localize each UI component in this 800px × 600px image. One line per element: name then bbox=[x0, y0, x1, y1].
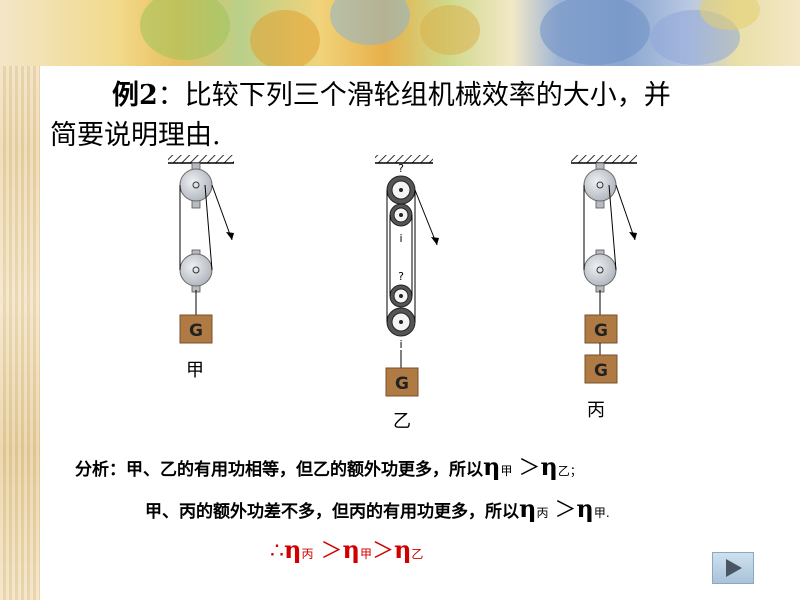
analysis-line-2: 甲、丙的额外功差不多，但丙的有用功更多，所以η丙 ＞η甲. bbox=[145, 494, 610, 523]
fixed-pulley bbox=[179, 168, 213, 202]
next-slide-button[interactable] bbox=[712, 552, 754, 584]
movable-pulley bbox=[179, 253, 213, 287]
example-number: 例2 bbox=[112, 80, 158, 111]
caption-yi: 乙 bbox=[393, 411, 411, 432]
ceiling bbox=[375, 155, 433, 163]
eta-symbol: η bbox=[519, 494, 537, 523]
svg-text:G: G bbox=[395, 374, 409, 394]
movable-pulley bbox=[583, 253, 617, 287]
caption-jia: 甲 bbox=[186, 360, 204, 381]
left-decorative-strip bbox=[0, 0, 40, 600]
svg-text:G: G bbox=[594, 321, 608, 341]
ceiling bbox=[571, 155, 637, 163]
fixed-pulley bbox=[583, 168, 617, 202]
svg-text:G: G bbox=[189, 321, 203, 341]
top-decorative-banner bbox=[0, 0, 800, 66]
eta-symbol: η bbox=[576, 494, 594, 523]
eta-symbol: η bbox=[483, 452, 501, 481]
pulley-figure-jia: G bbox=[168, 155, 234, 344]
svg-text:i: i bbox=[399, 338, 402, 351]
svg-text:?: ? bbox=[398, 270, 404, 283]
weight-box-top bbox=[584, 314, 618, 344]
title-line1: ：比较下列三个滑轮组机械效率的大小，并 bbox=[157, 80, 671, 111]
conclusion-line: ∴η丙 ＞η甲＞η乙 bbox=[270, 535, 424, 564]
play-triangle-icon bbox=[726, 559, 742, 577]
weight-box bbox=[179, 314, 213, 344]
title-line2: 简要说明理由. bbox=[50, 120, 221, 151]
analysis-line-1: 分析：甲、乙的有用功相等，但乙的额外功更多，所以η甲 ＞η乙； bbox=[75, 452, 582, 481]
svg-text:i: i bbox=[399, 232, 402, 245]
pulley-figure-bing: G G bbox=[571, 155, 637, 384]
weight-box bbox=[385, 367, 419, 397]
pulley-figure-yi: ? i ? i G bbox=[375, 155, 439, 397]
problem-title: 例2：比较下列三个滑轮组机械效率的大小，并 简要说明理由. bbox=[50, 76, 770, 156]
svg-text:G: G bbox=[594, 361, 608, 381]
ceiling bbox=[168, 155, 234, 163]
caption-bing: 丙 bbox=[587, 400, 605, 421]
svg-text:?: ? bbox=[398, 162, 404, 175]
weight-box-bottom bbox=[584, 354, 618, 384]
therefore-symbol: ∴ bbox=[270, 539, 284, 564]
eta-symbol: η bbox=[540, 452, 558, 481]
